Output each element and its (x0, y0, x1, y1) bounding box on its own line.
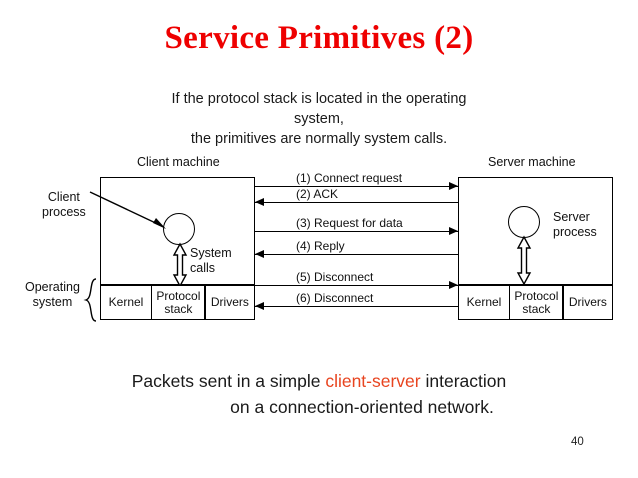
subtitle-line-1: If the protocol stack is located in the … (171, 91, 467, 107)
message-line-1 (255, 186, 458, 187)
client-os-cell-drivers: Drivers (204, 285, 255, 320)
subtitle-block: If the protocol stack is located in the … (119, 89, 519, 149)
caption-part-1: Packets sent in a simple (131, 371, 326, 391)
server-system-calls-double-arrow-icon (516, 235, 532, 286)
message-label-2: (2) ACK (296, 187, 339, 201)
operating-system-line1: Operating (25, 280, 80, 294)
message-arrowhead-1-right (449, 182, 458, 191)
server-process-circle (508, 206, 540, 238)
client-process-label-line1: Client (47, 190, 80, 204)
page-title: Service Primitives (2) (164, 20, 474, 56)
message-arrowhead-3-right (449, 227, 458, 236)
client-os-cell-protocol-stack: Protocol stack (151, 285, 206, 320)
message-arrowhead-5-right (449, 281, 458, 290)
message-line-3 (255, 231, 458, 232)
server-machine-label: Server machine (488, 155, 576, 169)
caption-highlight: client-server (325, 371, 421, 391)
message-arrowhead-2-left (255, 198, 264, 207)
system-calls-label: System calls (190, 246, 232, 276)
server-process-label: Server process (553, 210, 597, 240)
caption-part-2: interaction (420, 371, 507, 391)
client-process-label: Client process (42, 190, 86, 220)
message-label-3: (3) Request for data (296, 216, 403, 230)
message-label-6: (6) Disconnect (296, 291, 374, 305)
client-drivers-label: Drivers (210, 295, 249, 309)
client-os-cell-kernel: Kernel (100, 285, 152, 320)
message-arrowhead-4-left (255, 250, 264, 259)
server-process-label-line2: process (553, 225, 597, 239)
client-server-diagram: Client machine Server machine Client pro… (0, 150, 638, 335)
server-drivers-label: Drivers (568, 295, 607, 309)
message-line-6 (255, 306, 458, 307)
server-os-cell-protocol-stack: Protocol stack (509, 285, 564, 320)
client-machine-label: Client machine (137, 155, 220, 169)
server-protocol-stack-label: Protocol stack (514, 288, 559, 316)
client-protocol-stack-line2: stack (164, 301, 193, 316)
slide-caption: Packets sent in a simple client-server i… (49, 368, 589, 420)
operating-system-brace-icon (83, 278, 97, 322)
operating-system-label: Operating system (25, 280, 80, 310)
system-calls-double-arrow-icon (172, 242, 188, 288)
system-calls-line1: System (190, 246, 232, 260)
subtitle-line-3: the primitives are normally system calls… (190, 131, 448, 147)
message-arrowhead-6-left (255, 302, 264, 311)
message-label-4: (4) Reply (296, 239, 345, 253)
client-protocol-stack-label: Protocol stack (156, 288, 201, 316)
client-process-pointer-arrow (89, 191, 166, 229)
caption-line-2: on a connection-oriented network. (230, 397, 494, 417)
client-kernel-label: Kernel (108, 295, 144, 309)
message-line-2 (255, 202, 458, 203)
server-kernel-label: Kernel (466, 295, 502, 309)
system-calls-line2: calls (190, 261, 216, 275)
server-process-label-line1: Server (553, 210, 590, 224)
message-line-5 (255, 285, 458, 286)
page-number: 40 (571, 436, 584, 448)
server-os-cell-kernel: Kernel (458, 285, 510, 320)
client-protocol-stack-line1: Protocol (156, 288, 201, 303)
message-line-4 (255, 254, 458, 255)
server-protocol-stack-line2: stack (522, 301, 551, 316)
subtitle-line-2: system, (294, 111, 344, 127)
server-protocol-stack-line1: Protocol (514, 288, 559, 303)
message-label-5: (5) Disconnect (296, 270, 374, 284)
client-process-label-line2: process (42, 205, 86, 219)
server-os-cell-drivers: Drivers (562, 285, 613, 320)
operating-system-line2: system (32, 295, 73, 309)
client-process-circle (163, 213, 195, 245)
message-label-1: (1) Connect request (296, 171, 403, 185)
